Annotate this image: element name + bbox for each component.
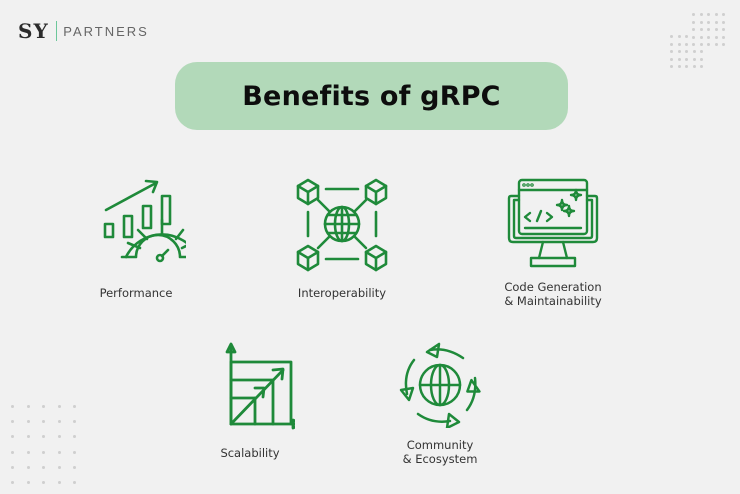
decorative-dot: [692, 13, 695, 16]
decorative-dot: [11, 420, 14, 424]
decorative-dot: [722, 43, 725, 46]
decorative-dot: [677, 65, 681, 68]
decorative-dot: [73, 405, 76, 408]
benefit-label: Scalability: [220, 446, 280, 460]
decorative-dot: [714, 28, 718, 31]
page-title: Benefits of gRPC: [242, 80, 501, 112]
decorative-dot: [692, 65, 696, 68]
decorative-dot: [57, 405, 61, 408]
decorative-dot: [26, 450, 30, 454]
decorative-dot: [692, 57, 696, 61]
decorative-dot: [73, 450, 76, 454]
decorative-dot: [11, 435, 14, 439]
decorative-dot: [692, 35, 695, 39]
decorative-dot-grid-bottom-left: [0, 390, 100, 494]
decorative-dot: [707, 20, 710, 24]
decorative-dot: [714, 35, 718, 39]
benefit-label: Code Generation & Maintainability: [504, 280, 602, 308]
decorative-dot: [722, 35, 725, 39]
decorative-dot: [677, 42, 681, 46]
decorative-dot: [707, 28, 710, 31]
decorative-dot: [707, 43, 710, 46]
decorative-dot: [707, 13, 710, 16]
decorative-dot: [670, 42, 673, 46]
decorative-dot: [42, 450, 45, 454]
decorative-dot: [26, 420, 30, 424]
decorative-dot: [42, 420, 45, 424]
decorative-dot: [700, 65, 703, 68]
decorative-dot: [699, 20, 703, 24]
decorative-dot: [11, 481, 14, 484]
decorative-dot: [26, 481, 30, 484]
logo-divider: [55, 21, 58, 41]
decorative-dot: [700, 50, 703, 53]
decorative-dot: [685, 42, 688, 46]
decorative-dot: [57, 465, 61, 469]
decorative-dot: [11, 465, 14, 469]
decorative-dot: [670, 57, 673, 61]
decorative-dot: [670, 65, 673, 68]
decorative-dot: [11, 405, 14, 408]
decorative-dot: [700, 57, 703, 61]
benefit-community: Community & Ecosystem: [380, 342, 500, 466]
decorative-dot: [57, 450, 61, 454]
benefit-label: Interoperability: [297, 286, 387, 300]
decorative-dot: [714, 13, 718, 16]
decorative-dot: [73, 481, 76, 484]
benefit-label: Community & Ecosystem: [402, 438, 478, 466]
decorative-dot: [73, 420, 76, 424]
decorative-dot: [692, 50, 696, 53]
title-banner: Benefits of gRPC: [175, 62, 568, 130]
speedometer-growth-icon: [103, 179, 186, 263]
decorative-dot: [722, 13, 725, 16]
benefit-performance: Performance: [76, 176, 196, 300]
decorative-dot: [57, 435, 61, 439]
decorative-dot: [670, 35, 673, 38]
decorative-dot: [699, 43, 703, 46]
decorative-dot: [42, 405, 45, 408]
decorative-dot: [677, 50, 681, 53]
decorative-dot: [677, 57, 681, 61]
decorative-dot: [42, 481, 45, 484]
decorative-dot: [42, 465, 45, 469]
decorative-dot: [11, 450, 14, 454]
decorative-dot: [685, 50, 688, 53]
decorative-dot: [685, 57, 688, 61]
decorative-dot: [692, 20, 695, 24]
decorative-dot: [677, 35, 681, 38]
logo-mark: SY: [18, 19, 49, 43]
decorative-dot: [73, 465, 76, 469]
decorative-dot: [707, 35, 710, 39]
decorative-dot: [685, 35, 688, 38]
benefit-interoperability: Interoperability: [272, 176, 412, 300]
decorative-dot: [26, 435, 30, 439]
logo: SY PARTNERS: [18, 19, 149, 43]
benefit-label: Performance: [99, 286, 173, 300]
decorative-dot: [722, 28, 725, 31]
benefit-code-generation: Code Generation & Maintainability: [478, 178, 628, 308]
decorative-dot-grid-top-right: [0, 0, 740, 80]
decorative-dot: [714, 43, 718, 46]
decorative-dot: [57, 481, 61, 484]
decorative-dot: [722, 20, 725, 24]
decorative-dot: [692, 43, 695, 46]
globe-cycle-arrows-icon: [399, 342, 481, 428]
decorative-dot: [685, 65, 688, 68]
decorative-dot: [26, 465, 30, 469]
decorative-dot: [699, 28, 703, 31]
decorative-dot: [692, 28, 695, 31]
globe-network-cubes-icon: [296, 178, 388, 272]
decorative-dot: [699, 35, 703, 39]
decorative-dot: [57, 420, 61, 424]
decorative-dot: [714, 20, 718, 24]
decorative-dot: [699, 13, 703, 16]
decorative-dot: [73, 435, 76, 439]
growth-chart-axes-icon: [225, 342, 295, 430]
logo-name: PARTNERS: [63, 23, 149, 39]
monitor-code-sparkle-icon: [507, 178, 599, 268]
decorative-dot: [42, 435, 45, 439]
benefit-scalability: Scalability: [190, 340, 310, 460]
decorative-dot: [670, 50, 673, 53]
decorative-dot: [26, 405, 30, 408]
